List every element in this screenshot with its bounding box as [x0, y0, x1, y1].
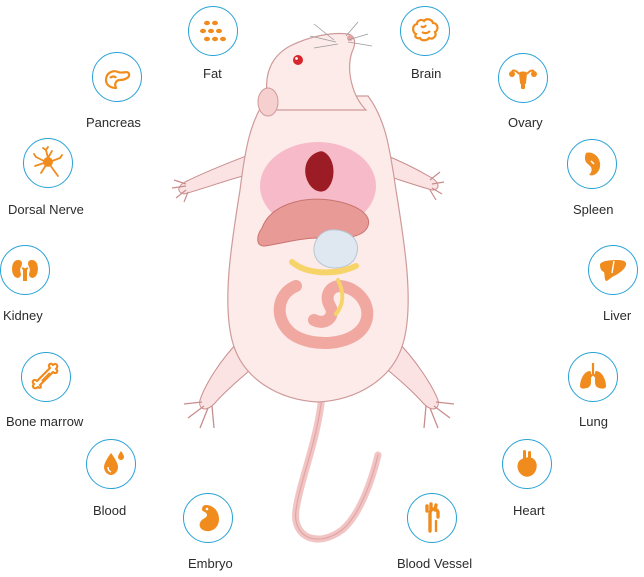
tissue-label-lung: Lung — [579, 415, 608, 429]
fat-droplets-icon — [188, 6, 238, 56]
tissue-label-blood-vessel: Blood Vessel — [397, 557, 472, 571]
embryo-icon — [183, 493, 233, 543]
pancreas-icon — [92, 52, 142, 102]
liver-icon — [588, 245, 638, 295]
tissue-label-kidney: Kidney — [3, 309, 43, 323]
mouse-tail — [296, 395, 378, 539]
tissue-label-embryo: Embryo — [188, 557, 233, 571]
mouse-ear — [258, 88, 278, 116]
tissue-label-fat: Fat — [203, 67, 222, 81]
tissue-label-dorsal-nerve: Dorsal Nerve — [8, 203, 84, 217]
tissue-label-pancreas: Pancreas — [86, 116, 141, 130]
blood-vessel-icon — [407, 493, 457, 543]
stomach-organ — [314, 230, 358, 268]
heart-organ-icon — [502, 439, 552, 489]
blood-drops-icon — [86, 439, 136, 489]
tissue-label-blood: Blood — [93, 504, 126, 518]
ovary-icon — [498, 53, 548, 103]
tissue-label-heart: Heart — [513, 504, 545, 518]
mouse-head — [267, 34, 366, 111]
brain-icon — [400, 6, 450, 56]
tissue-label-liver: Liver — [603, 309, 631, 323]
tissue-label-brain: Brain — [411, 67, 441, 81]
neuron-icon — [23, 138, 73, 188]
mouse-nose — [347, 35, 353, 41]
bone-icon — [21, 352, 71, 402]
spleen-icon — [567, 139, 617, 189]
kidney-icon — [0, 245, 50, 295]
lungs-icon — [568, 352, 618, 402]
tissue-label-ovary: Ovary — [508, 116, 543, 130]
mouse-eye — [293, 55, 303, 65]
tissue-label-spleen: Spleen — [573, 203, 613, 217]
tissue-label-bone-marrow: Bone marrow — [6, 415, 83, 429]
